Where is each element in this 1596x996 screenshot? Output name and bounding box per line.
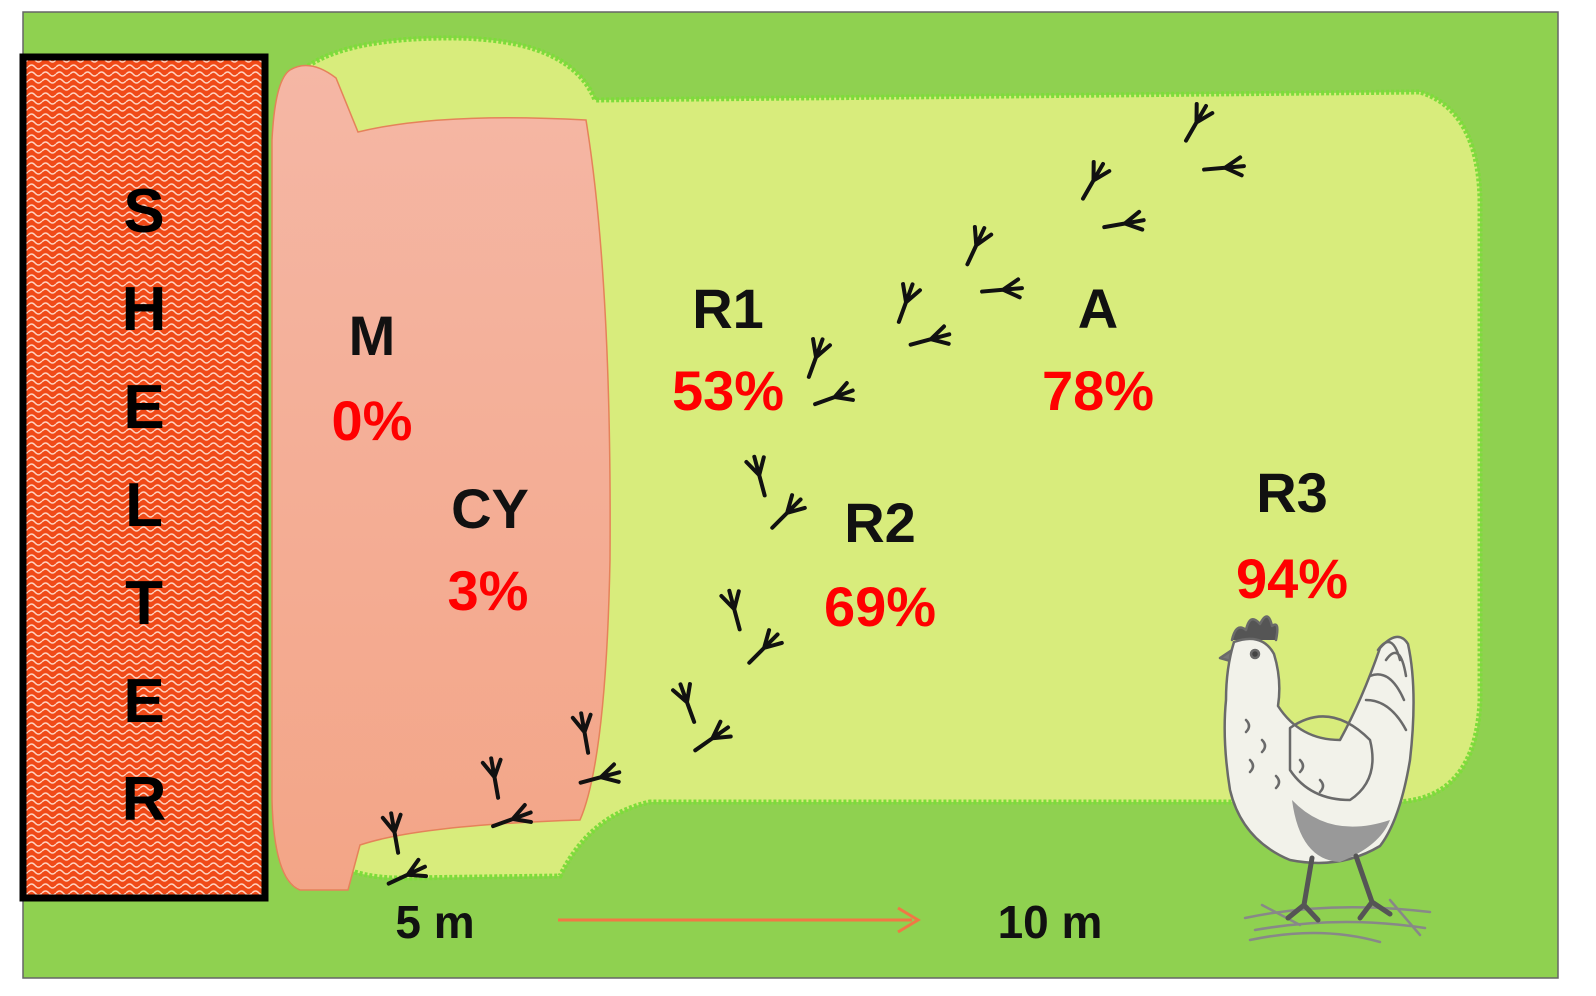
courtyard-area [271,64,611,891]
shelter [19,53,269,902]
zone-r2-label: R2 [844,491,916,554]
distance-5m-label: 5 m [395,896,474,948]
distance-10m-label: 10 m [998,896,1103,948]
shelter-letter: H [122,275,167,344]
shelter-letter: L [125,471,163,540]
shelter-letter: E [123,667,164,736]
shelter-letter: R [122,765,167,834]
zone-cy: CY 3% [448,477,529,622]
arrow-icon [558,906,921,934]
shelter-letter: S [123,177,164,246]
zone-a: A 78% [1042,277,1154,422]
zone-r3: R3 94% [1236,461,1348,610]
zone-r3-value: 94% [1236,547,1348,610]
zone-cy-label: CY [451,477,529,540]
shelter-letter: E [123,373,164,442]
zone-r1: R1 53% [672,277,784,422]
zone-r2: R2 69% [824,491,936,638]
chicken-icon [1218,615,1432,944]
zone-r3-label: R3 [1256,461,1328,524]
zone-r1-value: 53% [672,359,784,422]
distance-scale: 5 m 10 m [395,896,1102,948]
shelter-letter: T [125,569,163,638]
zone-a-value: 78% [1042,359,1154,422]
zone-m-value: 0% [332,389,413,452]
zone-cy-value: 3% [448,559,529,622]
zone-r2-value: 69% [824,575,936,638]
zone-m: M 0% [332,304,413,452]
zone-r1-label: R1 [692,277,764,340]
zone-m-label: M [349,304,396,367]
zone-a-label: A [1078,277,1118,340]
